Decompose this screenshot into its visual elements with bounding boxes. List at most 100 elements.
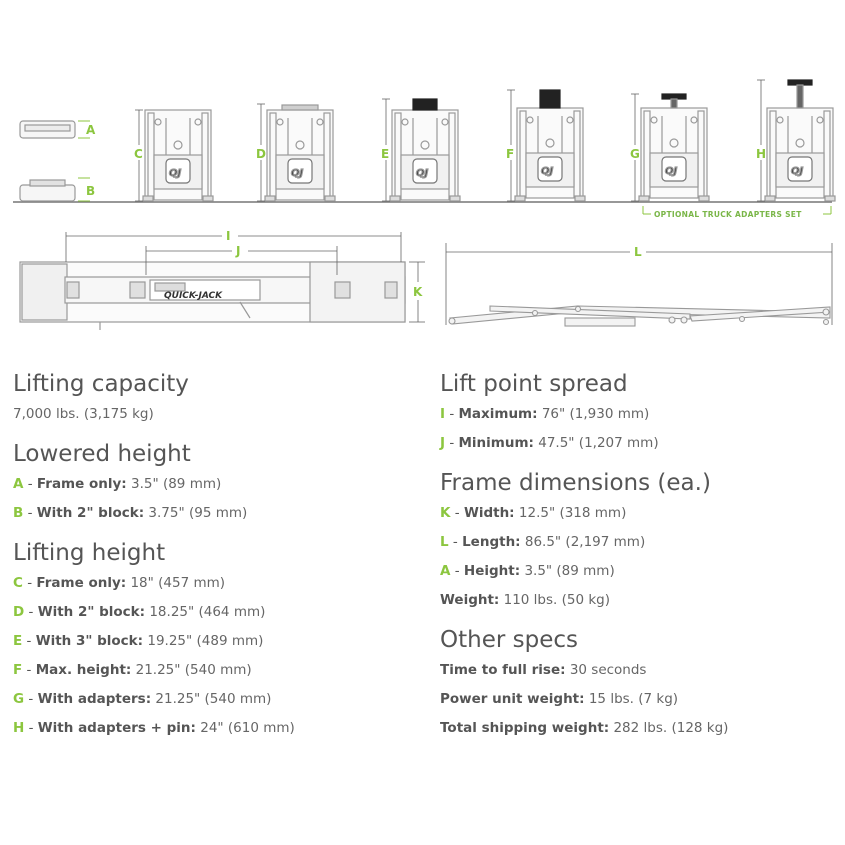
spec-label: Power unit weight: [440, 691, 585, 707]
spec-label: Frame only: [36, 476, 127, 492]
spec-row-j: J - Minimum: 47.5" (1,207 mm) [440, 435, 659, 451]
top-view [19, 261, 406, 330]
spec-value: 30 seconds [569, 662, 647, 678]
dim-letter-k: K [413, 285, 423, 299]
heading-lifting-capacity: Lifting capacity [13, 371, 189, 397]
raised-frame-f: QJ [514, 89, 586, 202]
spec-row-g: G - With adapters: 21.25" (540 mm) [13, 691, 272, 707]
spec-row-l: L - Length: 86.5" (2,197 mm) [440, 534, 646, 550]
spec-value: 47.5" (1,207 mm) [538, 435, 659, 451]
spec-letter: K [440, 505, 451, 521]
spec-value: 18" (457 mm) [130, 575, 226, 591]
spec-row-rise-time: Time to full rise: 30 seconds [440, 656, 835, 685]
section-frame-dimensions: Frame dimensions (ea.) K - Width: 12.5" … [440, 467, 835, 615]
qj-logo: QJ [169, 168, 182, 179]
spec-value: 21.25" (540 mm) [135, 662, 252, 678]
spec-label: Length: [462, 534, 521, 550]
spec-value: 3.5" (89 mm) [524, 563, 615, 579]
spec-value: 15 lbs. (7 kg) [588, 691, 679, 707]
spec-value: 19.25" (489 mm) [147, 633, 264, 649]
dim-marker-d [257, 103, 265, 202]
raised-frame-c: QJ [142, 109, 214, 202]
capacity-value: 7,000 lbs. (3,175 kg) [13, 406, 154, 422]
dim-letter-j: J [235, 244, 240, 258]
spec-value: 3.75" (95 mm) [148, 505, 248, 521]
spec-letter: B [13, 505, 24, 521]
spec-letter: H [13, 720, 25, 736]
spec-letter: E [13, 633, 23, 649]
qj-logo: QJ [416, 168, 429, 179]
spec-letter: L [440, 534, 449, 550]
dim-marker-h [757, 79, 765, 202]
dim-a-marker [78, 120, 90, 139]
section-lift-point-spread: Lift point spread I - Maximum: 76" (1,93… [440, 368, 835, 458]
dim-letter-c: C [134, 147, 143, 161]
heading-lowered-height: Lowered height [13, 441, 191, 467]
spec-label: Max. height: [35, 662, 132, 678]
spec-label: Minimum: [458, 435, 534, 451]
spec-value: 21.25" (540 mm) [155, 691, 272, 707]
dim-letter-e: E [381, 147, 389, 161]
spec-row-h: H - With adapters + pin: 24" (610 mm) [13, 720, 295, 736]
raised-frame-d: QJ [264, 104, 336, 202]
section-other-specs: Other specs Time to full rise: 30 second… [440, 624, 835, 743]
optional-adapters-label: OPTIONAL TRUCK ADAPTERS SET [654, 210, 802, 219]
spec-letter: A [13, 476, 24, 492]
spec-label: With adapters: [37, 691, 152, 707]
dim-j-line [145, 246, 338, 275]
spec-label: With adapters + pin: [37, 720, 196, 736]
spec-row-e: E - With 3" block: 19.25" (489 mm) [13, 633, 264, 649]
spec-value: 86.5" (2,197 mm) [524, 534, 646, 550]
spec-row-i: I - Maximum: 76" (1,930 mm) [440, 406, 650, 422]
spec-value: 18.25" (464 mm) [149, 604, 266, 620]
spec-row-shipping-weight: Total shipping weight: 282 lbs. (128 kg) [440, 714, 835, 743]
optional-adapters-bracket [642, 206, 832, 215]
spec-value: 12.5" (318 mm) [518, 505, 627, 521]
heading-frame-dimensions: Frame dimensions (ea.) [440, 470, 711, 496]
spec-row-k: K - Width: 12.5" (318 mm) [440, 505, 627, 521]
spec-value: 282 lbs. (128 kg) [613, 720, 729, 736]
spec-letter: I [440, 406, 446, 422]
right-column: Lift point spread I - Maximum: 76" (1,93… [440, 368, 835, 752]
section-lowered-height: Lowered height A - Frame only: 3.5" (89 … [13, 438, 413, 528]
spec-row-weight: Weight: 110 lbs. (50 kg) [440, 586, 835, 615]
spec-label: Time to full rise: [440, 662, 566, 678]
qj-logo: QJ [291, 168, 304, 179]
dim-marker-f [507, 89, 515, 202]
dim-marker-g [631, 93, 639, 202]
spec-row-c: C - Frame only: 18" (457 mm) [13, 575, 226, 591]
qj-logo: QJ [541, 166, 554, 177]
spec-row-a: A - Frame only: 3.5" (89 mm) [13, 476, 222, 492]
dim-i-line [65, 232, 402, 262]
raised-frame-g: QJ [638, 93, 710, 202]
spec-letter: D [13, 604, 25, 620]
spec-label: With 2" block: [36, 505, 145, 521]
qj-logo: QJ [665, 166, 678, 177]
spec-label: Frame only: [36, 575, 127, 591]
spec-label: Height: [463, 563, 521, 579]
spec-letter: J [440, 435, 446, 451]
dim-letter-b: B [86, 184, 95, 198]
dim-letter-f: F [506, 147, 514, 161]
heading-lifting-height: Lifting height [13, 540, 166, 566]
lowered-block-b [19, 179, 76, 202]
spec-row-f: F - Max. height: 21.25" (540 mm) [13, 662, 252, 678]
lowered-frame-a [19, 120, 76, 139]
section-lifting-height: Lifting height C - Frame only: 18" (457 … [13, 537, 413, 743]
dim-l-line [445, 243, 833, 325]
dim-k-line [409, 261, 425, 323]
dim-letter-a: A [86, 123, 96, 137]
dim-letter-g: G [630, 147, 640, 161]
dim-letter-l: L [634, 245, 642, 259]
spec-value: 76" (1,930 mm) [541, 406, 650, 422]
spec-letter: A [440, 563, 451, 579]
spec-letter: G [13, 691, 25, 707]
spec-row-b: B - With 2" block: 3.75" (95 mm) [13, 505, 248, 521]
spec-value: 24" (610 mm) [200, 720, 295, 736]
spec-label: Total shipping weight: [440, 720, 610, 736]
quick-jack-logo: QUICK-JACK [164, 291, 223, 301]
dim-marker-c [135, 109, 143, 202]
spec-row-power-unit: Power unit weight: 15 lbs. (7 kg) [440, 685, 835, 714]
